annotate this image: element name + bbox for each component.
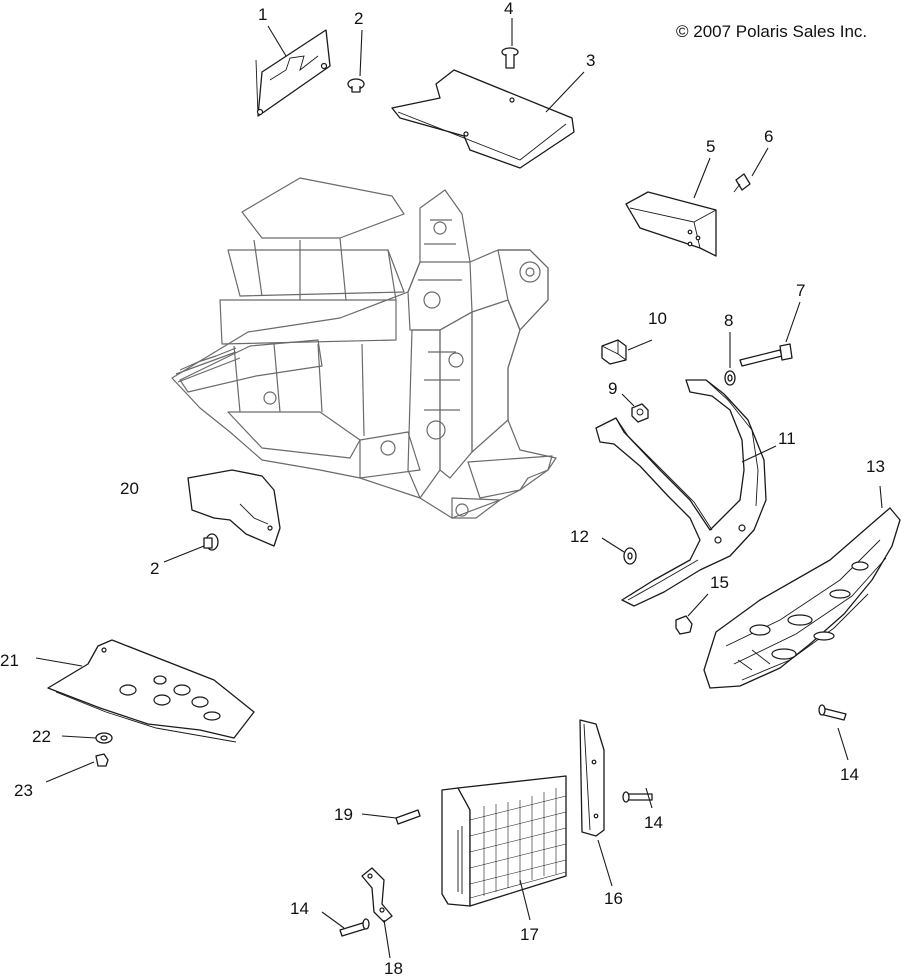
callout-18: 18 (384, 959, 403, 976)
callout-17: 17 (520, 925, 539, 944)
part-1-bracket (255, 29, 331, 117)
callout-14-center: 14 (644, 813, 663, 832)
callout-19: 19 (334, 805, 353, 824)
callout-1: 1 (258, 5, 267, 24)
part-14-bolt-right (818, 704, 847, 721)
part-8-washer (724, 370, 736, 386)
callout-14-right: 14 (840, 765, 859, 784)
chassis-frame (171, 177, 557, 519)
part-10-clip (601, 339, 627, 365)
callout-4: 4 (504, 0, 513, 18)
callout-16: 16 (604, 889, 623, 908)
callout-2-lower: 2 (150, 559, 159, 578)
callout-10: 10 (648, 309, 667, 328)
callout-labels: 1 2 2 3 4 5 6 7 8 9 10 11 12 13 14 14 14… (0, 0, 885, 976)
callout-15: 15 (710, 573, 729, 592)
part-14-bolt-center (622, 791, 653, 803)
callout-8: 8 (724, 311, 733, 330)
callout-5: 5 (706, 137, 715, 156)
callout-21: 21 (0, 651, 19, 670)
callout-2-top: 2 (354, 9, 363, 28)
part-6-screw (733, 173, 751, 193)
part-16-side-panel (579, 719, 605, 837)
part-21-skid-plate (47, 639, 255, 743)
callout-23: 23 (14, 781, 33, 800)
callout-9: 9 (608, 379, 617, 398)
callout-13: 13 (866, 457, 885, 476)
callout-20: 20 (120, 479, 139, 498)
copyright-notice: © 2007 Polaris Sales Inc. (676, 22, 868, 41)
callout-7: 7 (796, 281, 805, 300)
callout-12: 12 (570, 527, 589, 546)
part-3-cover-plate (391, 69, 575, 169)
part-9-nut (631, 403, 649, 423)
callout-3: 3 (586, 51, 595, 70)
part-15-nut (675, 615, 693, 635)
part-22-washer (95, 732, 113, 744)
part-2-push-rivet-lower (203, 533, 219, 551)
part-12-washer (623, 547, 637, 565)
part-14-bolt-bottom (339, 918, 370, 937)
part-4-bolt (501, 47, 519, 69)
part-11-bumper-tube (595, 379, 767, 607)
part-18-bracket (361, 867, 393, 923)
part-23-nut (95, 753, 109, 767)
callout-11: 11 (778, 429, 796, 448)
callout-22: 22 (32, 727, 51, 746)
part-13-skid-plate (703, 507, 901, 689)
part-20-guard-panel (187, 469, 281, 547)
part-2-push-rivet-top (347, 78, 365, 93)
part-19-screw (395, 809, 421, 825)
part-5-mount-bracket (625, 191, 717, 257)
part-7-long-bolt (739, 343, 793, 367)
callout-6: 6 (764, 127, 773, 146)
callout-14-bottom: 14 (290, 899, 309, 918)
leader-lines (35, 18, 883, 959)
part-17-radiator-screen (441, 775, 567, 907)
